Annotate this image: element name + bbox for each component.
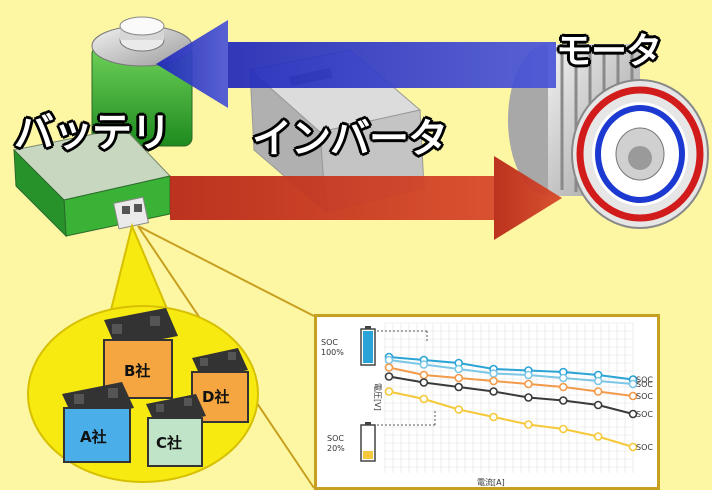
chart-canvas: SOC 100% SOC 20% 電圧[V] 電流[A] SOCSOCSOCSO…: [321, 322, 653, 487]
series-point: [524, 379, 533, 389]
soc-low-battery-icon: [360, 422, 376, 462]
series-point: [489, 369, 498, 378]
callout-line-chart: [137, 225, 315, 317]
series-point: [558, 373, 568, 383]
series-point: [419, 370, 429, 380]
series-point: [384, 355, 394, 365]
series-point: [489, 412, 498, 422]
series-point: [489, 387, 498, 396]
series-point: [419, 360, 429, 369]
maker-label-d: D社: [202, 388, 229, 406]
series-point: [593, 376, 603, 386]
series-end-label: SOC: [636, 443, 653, 452]
series-line: [388, 359, 634, 385]
battery-c: C社: [146, 394, 206, 467]
arrow-regen: [156, 20, 556, 108]
series-point: [628, 442, 638, 452]
motor-icon: [508, 44, 709, 229]
maker-label-a: A社: [80, 428, 107, 446]
battery-icon: [12, 16, 193, 238]
maker-label-b: B社: [124, 362, 150, 380]
series-point: [524, 370, 533, 380]
series-point: [489, 376, 498, 386]
series-end-label: SOC: [636, 410, 653, 419]
series-point: [558, 396, 568, 405]
battery-d: D社: [191, 348, 249, 423]
series-point: [593, 400, 603, 410]
arrow-power: [170, 156, 562, 240]
soc-low-label: SOC: [327, 434, 344, 443]
series-point: [384, 372, 394, 381]
series-point: [419, 394, 429, 404]
series-point: [593, 432, 603, 441]
soc-high-label: SOC: [321, 338, 338, 347]
series-point: [524, 393, 533, 402]
series-point: [524, 420, 533, 429]
series-line: [388, 375, 634, 415]
series-end-label: SOC: [636, 392, 653, 401]
maker-label-c: C社: [156, 434, 182, 452]
soc-high-battery-icon: [360, 326, 376, 366]
inverter-label: インバータ: [252, 116, 448, 162]
series-end-label: SOC: [636, 376, 653, 385]
series-point: [454, 364, 464, 374]
battery-b: B社: [103, 308, 178, 399]
battery-label: バッテリ: [14, 110, 171, 156]
series-point: [454, 373, 464, 383]
series-point: [384, 387, 394, 396]
series-line: [388, 390, 634, 448]
soc-low-value: 20%: [327, 444, 345, 453]
series-point: [628, 409, 638, 419]
series-end-label: SOC: [636, 380, 653, 389]
series-point: [593, 387, 603, 396]
series-line: [388, 366, 634, 397]
series-point: [558, 424, 568, 434]
battery-a: A社: [62, 382, 134, 463]
x-axis-label: 電流[A]: [477, 477, 505, 487]
series-point: [628, 391, 638, 401]
series-point: [558, 382, 568, 392]
series-point: [384, 363, 394, 372]
series-point: [454, 382, 464, 392]
motor-label: モータ: [556, 31, 662, 72]
series-point: [419, 378, 429, 387]
series-line: [388, 356, 634, 381]
y-axis-label: 電圧[V]: [373, 383, 382, 411]
series-point: [454, 405, 464, 414]
series-point: [628, 379, 638, 389]
soc-high-value: 100%: [321, 348, 344, 357]
